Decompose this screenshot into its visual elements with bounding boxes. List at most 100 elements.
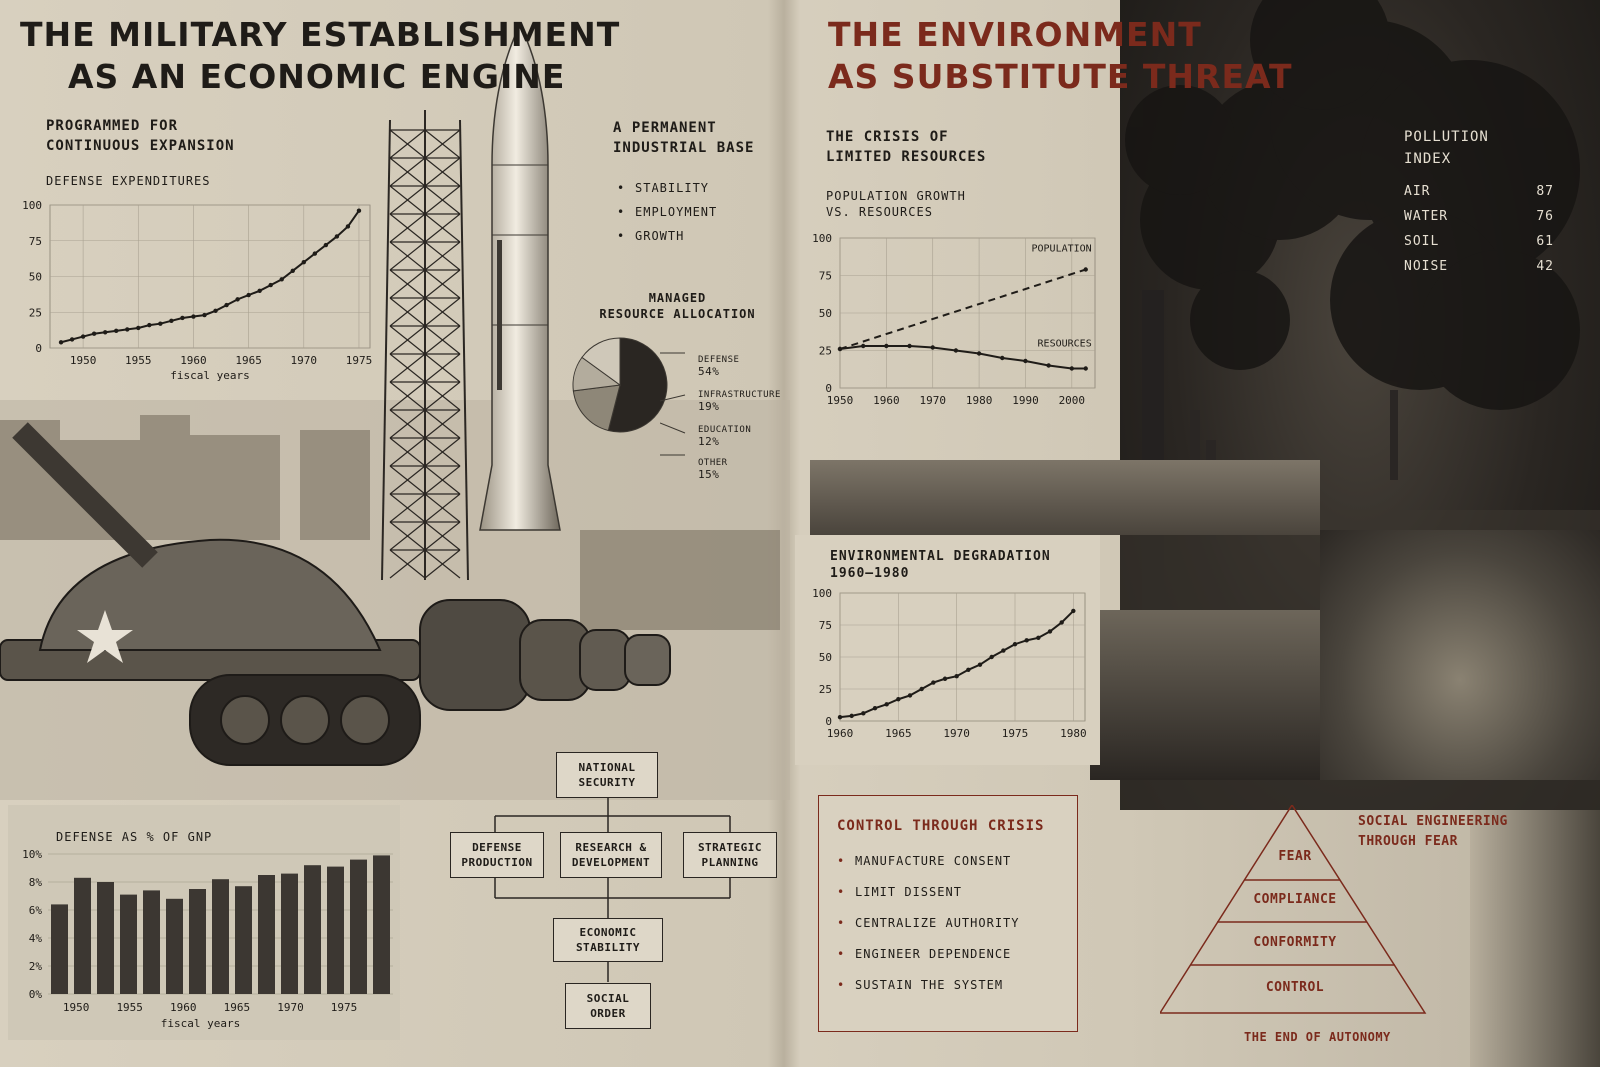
x-tick-label: 1970 <box>291 354 318 367</box>
data-point <box>1059 620 1064 625</box>
left-title-line2: AS AN ECONOMIC ENGINE <box>68 57 566 96</box>
data-point <box>837 714 843 720</box>
star-emblem-icon <box>77 610 133 663</box>
series-label: POPULATION <box>1032 244 1092 255</box>
right-title: THE ENVIRONMENT AS SUBSTITUTE THREAT <box>828 14 1293 98</box>
degradation-heading-line2: 1960–1980 <box>830 566 910 581</box>
flow-node-research-development: RESEARCH &DEVELOPMENT <box>560 832 662 878</box>
gnp-bar <box>74 877 91 994</box>
data-point <box>102 330 108 335</box>
expansion-heading: PROGRAMMED FOR CONTINUOUS EXPANSION <box>46 116 235 156</box>
y-tick-label: 100 <box>22 199 42 212</box>
data-point <box>884 702 889 707</box>
crisis-heading-line1: THE CRISIS OF <box>826 129 949 145</box>
data-point <box>1036 635 1041 640</box>
gnp-bar <box>212 879 229 994</box>
data-point <box>125 327 130 332</box>
city-smoke-photo <box>1090 610 1320 780</box>
crisis-heading: THE CRISIS OF LIMITED RESOURCES <box>826 127 986 167</box>
data-point <box>907 343 912 349</box>
y-tick-label: 100 <box>812 232 832 245</box>
y-tick-label: 0% <box>29 988 43 1001</box>
data-point <box>1083 366 1088 371</box>
x-tick-label: 1955 <box>125 354 152 367</box>
y-tick-label: 50 <box>819 307 832 320</box>
y-tick-label: 10% <box>22 850 42 861</box>
skyline-photo <box>810 460 1320 535</box>
data-point <box>837 346 843 352</box>
gnp-bar <box>166 898 183 994</box>
y-tick-label: 25 <box>819 345 832 358</box>
data-point <box>224 302 229 308</box>
data-point <box>301 260 306 265</box>
data-point <box>861 711 866 716</box>
data-point <box>1069 366 1075 371</box>
y-tick-label: 75 <box>819 619 832 632</box>
social-heading-line1: SOCIAL ENGINEERING <box>1358 814 1508 829</box>
data-point <box>953 348 959 353</box>
data-point <box>989 654 994 660</box>
social-heading-line2: THROUGH FEAR <box>1358 834 1458 849</box>
data-point <box>169 318 174 324</box>
industrial-item: EMPLOYMENT <box>615 200 717 224</box>
allocation-heading-line1: MANAGED <box>648 291 707 305</box>
gnp-bar <box>350 859 367 994</box>
gnp-bar <box>327 866 344 994</box>
pollution-heading-line2: INDEX <box>1404 151 1452 167</box>
x-tick-label: 1970 <box>919 394 946 407</box>
data-point <box>954 674 959 679</box>
degradation-heading-line1: ENVIRONMENTAL DEGRADATION <box>830 549 1051 564</box>
data-point <box>91 331 97 336</box>
data-point <box>202 312 207 318</box>
degradation-panel <box>795 535 1100 765</box>
gnp-bar <box>235 886 252 994</box>
industrial-list: STABILITY EMPLOYMENT GROWTH <box>615 176 717 248</box>
x-tick-label: 1950 <box>827 394 854 407</box>
data-point <box>884 343 889 349</box>
crisis-chart-label-line2: VS. RESOURCES <box>826 205 933 219</box>
x-axis-label: fiscal years <box>161 1017 240 1030</box>
x-tick-label: 1990 <box>1012 394 1039 407</box>
industrial-heading-line2: INDUSTRIAL BASE <box>613 140 755 156</box>
industrial-item: STABILITY <box>615 176 717 200</box>
data-point <box>1024 638 1029 643</box>
data-point <box>58 340 64 345</box>
data-point <box>246 292 251 298</box>
tank-column-illustration <box>0 422 671 766</box>
x-tick-label: 1975 <box>1002 727 1029 740</box>
data-point <box>334 234 340 239</box>
allocation-heading: MANAGED RESOURCE ALLOCATION <box>590 290 765 322</box>
control-list: MANUFACTURE CONSENT LIMIT DISSENT CENTRA… <box>835 846 1077 1001</box>
data-point <box>872 706 878 711</box>
data-point <box>136 325 141 331</box>
right-title-line1: THE ENVIRONMENT <box>828 15 1202 54</box>
x-axis-label: fiscal years <box>170 369 249 382</box>
x-tick-label: 1960 <box>170 1001 197 1014</box>
gnp-bar <box>97 882 114 994</box>
industrial-heading-line1: A PERMANENT <box>613 120 717 136</box>
data-point <box>180 315 185 321</box>
x-tick-label: 1960 <box>873 394 900 407</box>
gnp-bar <box>120 894 137 994</box>
pyramid-level-conformity: CONFORMITY <box>1253 935 1337 950</box>
crisis-chart-label: POPULATION GROWTH VS. RESOURCES <box>826 188 966 220</box>
data-point <box>919 686 924 692</box>
gnp-bar <box>373 855 390 994</box>
data-point <box>966 667 971 672</box>
dead-fish-photo <box>1320 530 1600 780</box>
social-heading: SOCIAL ENGINEERING THROUGH FEAR <box>1358 812 1508 852</box>
pyramid-level-compliance: COMPLIANCE <box>1253 892 1337 907</box>
x-tick-label: 1970 <box>277 1001 304 1014</box>
data-point <box>1023 358 1028 364</box>
gnp-bar <box>304 865 321 994</box>
pyramid-footer: THE END OF AUTONOMY <box>1244 1030 1391 1044</box>
x-tick-label: 1960 <box>180 354 207 367</box>
